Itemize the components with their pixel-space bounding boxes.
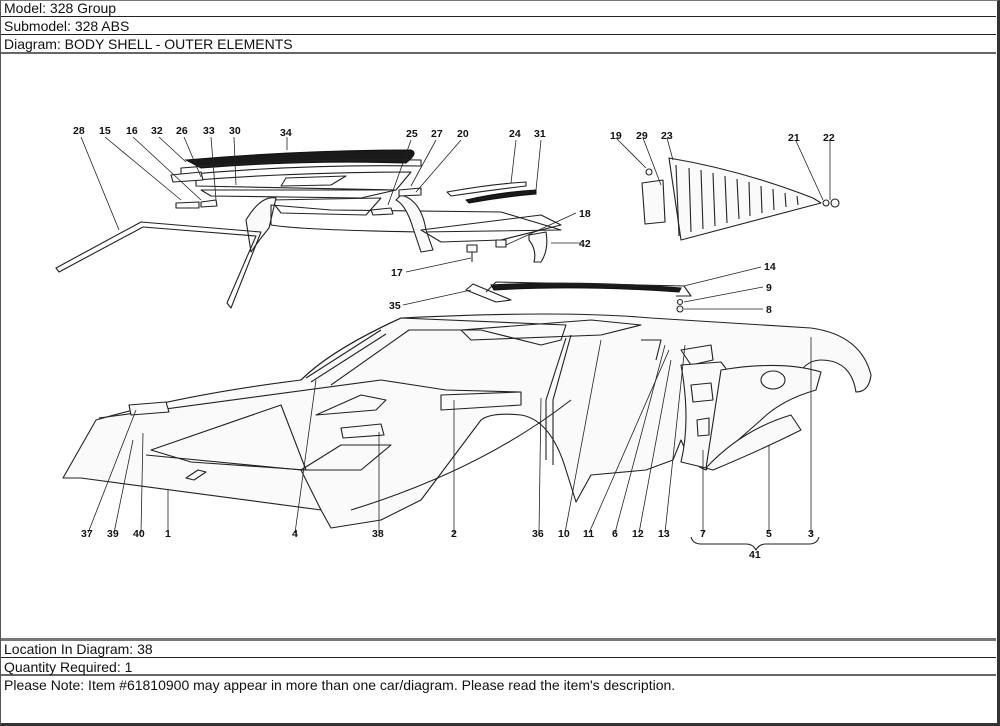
callout-12: 12 [632,528,644,540]
callout-labels: 28 15 16 32 26 33 30 34 25 27 20 24 31 1… [73,125,835,561]
callout-21: 21 [788,132,800,144]
note-row: Please Note: Item #61810900 may appear i… [4,677,676,693]
quarter-louvre-drawing [641,157,840,241]
callout-30: 30 [229,125,241,137]
submodel-row: Submodel: 328 ABS [1,18,996,35]
callout-9: 9 [766,282,772,294]
roof-panel-drawing [170,149,562,253]
callout-7: 7 [700,528,706,540]
callout-36: 36 [532,528,544,540]
callout-16: 16 [126,125,138,137]
callout-18: 18 [579,208,591,220]
body-shell-drawing [62,313,872,529]
callout-leaders [80,136,831,551]
callout-28: 28 [73,125,85,137]
roof-trim-drawing [446,181,537,204]
callout-24: 24 [509,128,521,140]
callout-38: 38 [372,528,384,540]
callout-1: 1 [165,528,171,540]
callout-8: 8 [766,304,772,316]
callout-4: 4 [292,528,298,540]
callout-39: 39 [107,528,119,540]
callout-37: 37 [81,528,93,540]
callout-26: 26 [176,125,188,137]
callout-22: 22 [823,132,835,144]
rear-spoiler-drawing [465,281,692,313]
callout-11: 11 [583,528,594,540]
callout-41: 41 [749,549,761,561]
callout-13: 13 [658,528,670,540]
callout-20: 20 [457,128,469,140]
callout-31: 31 [534,128,546,140]
callout-29: 29 [636,130,648,142]
callout-2: 2 [451,528,457,540]
callout-15: 15 [99,125,111,137]
location-row: Location In Diagram: 38 [1,641,996,658]
windshield-seal-drawing [55,221,262,309]
callout-32: 32 [151,125,163,137]
callout-25: 25 [406,128,418,140]
callout-33: 33 [203,125,215,137]
callout-42: 42 [579,238,591,250]
callout-5: 5 [766,528,772,540]
model-row: Model: 328 Group [1,0,996,17]
callout-3: 3 [808,528,814,540]
diagram-title-row: Diagram: BODY SHELL - OUTER ELEMENTS [1,36,996,54]
quantity-row: Quantity Required: 1 [1,659,996,676]
exploded-view-drawing: 28 15 16 32 26 33 30 34 25 27 20 24 31 1… [55,125,872,561]
callout-14: 14 [764,261,776,273]
callout-35: 35 [389,300,401,312]
callout-27: 27 [431,128,443,140]
callout-6: 6 [612,528,618,540]
callout-10: 10 [558,528,570,540]
callout-19: 19 [610,130,622,142]
callout-34: 34 [280,127,292,139]
parts-diagram: 28 15 16 32 26 33 30 34 25 27 20 24 31 1… [1,55,996,641]
small-fittings-drawing [466,231,548,263]
callout-17: 17 [391,267,403,279]
callout-40: 40 [133,528,145,540]
callout-23: 23 [661,130,673,142]
